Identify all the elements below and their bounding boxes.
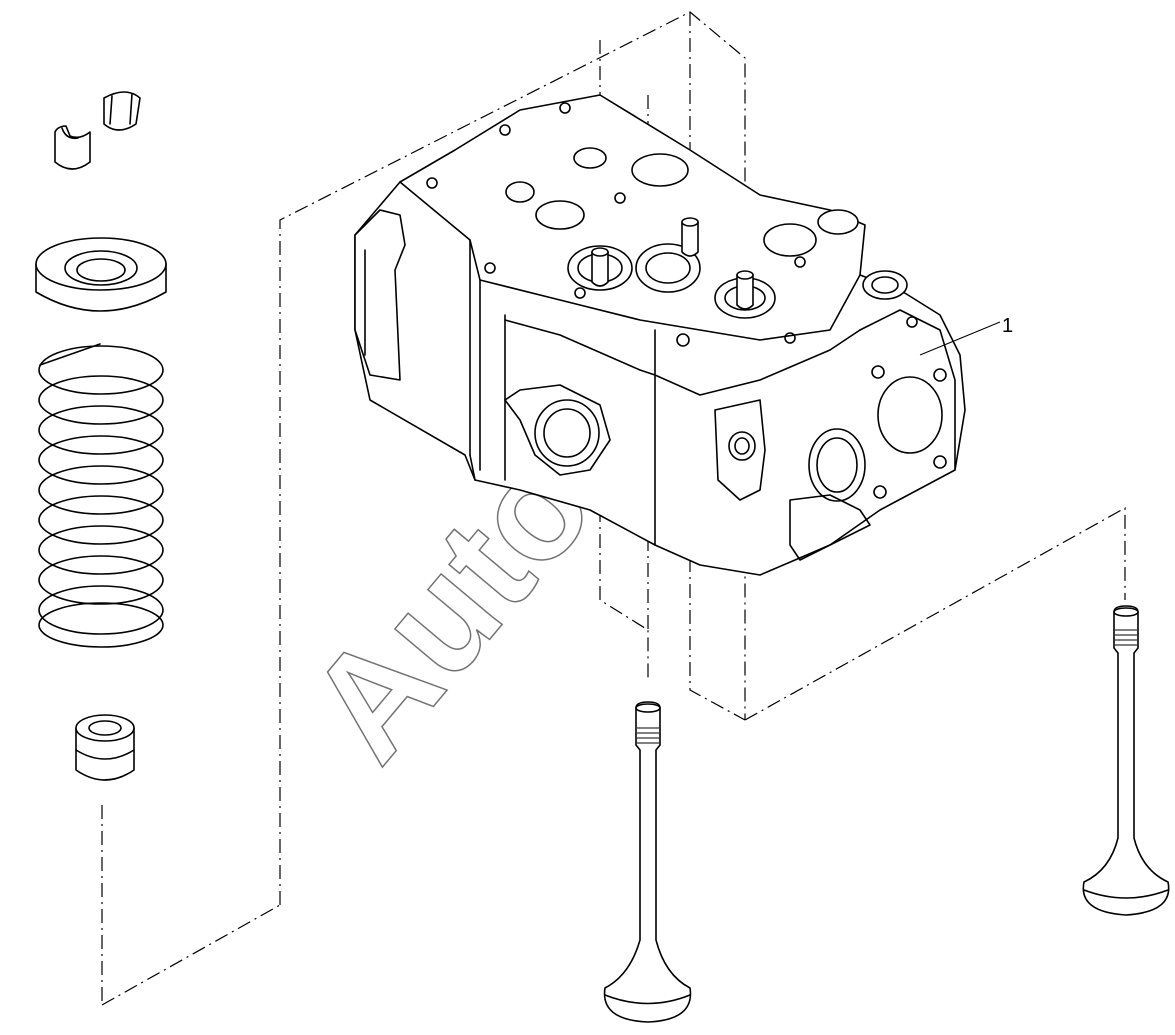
valve-stem-seal-icon xyxy=(75,714,135,781)
valve-cotters-icon xyxy=(54,91,141,170)
spring-retainer-icon xyxy=(35,237,167,312)
valve-guide-studs xyxy=(591,217,754,310)
valve-icon xyxy=(1082,605,1170,916)
cylinder-head-icon xyxy=(354,94,966,576)
callout-number: 1 xyxy=(1002,315,1013,337)
valve-icon xyxy=(603,701,692,1023)
valve-spring-icon xyxy=(38,343,164,648)
callout-1: 1 xyxy=(919,315,1013,356)
